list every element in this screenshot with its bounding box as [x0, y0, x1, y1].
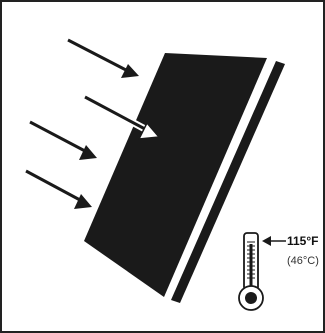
temperature-celsius: (46°C) [287, 255, 319, 267]
temperature-fahrenheit: 115°F [287, 234, 319, 248]
